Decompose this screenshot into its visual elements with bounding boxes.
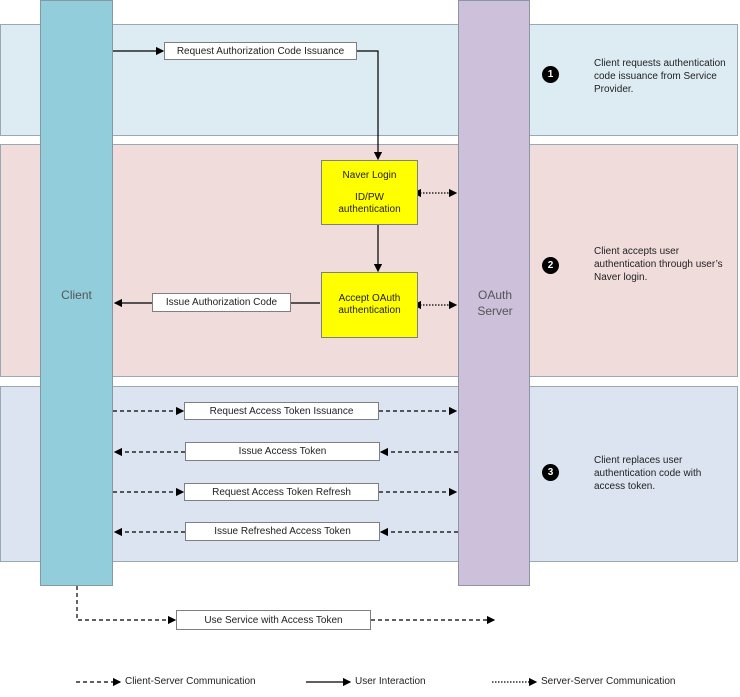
step-3-marker: 3 [542,464,559,481]
naver-login-subtitle: ID/PW authentication [338,191,401,215]
step-1-description: Client requests authentication code issu… [594,58,726,95]
request-access-token-box: Request Access Token Issuance [184,402,379,420]
accept-oauth-label: Accept OAuth authentication [338,293,401,316]
request-authorization-code-box: Request Authorization Code Issuance [164,42,357,60]
accept-oauth-box: Accept OAuth authentication [321,272,418,338]
legend-user-interaction-label: User Interaction [355,676,426,687]
issue-access-token-box: Issue Access Token [185,442,380,461]
arrow-client-use-service [76,586,177,625]
client-lane: Client [40,0,113,586]
naver-login-title: Naver Login [342,169,397,181]
legend-server-server-label: Server-Server Communication [541,676,676,687]
step-2-marker: 2 [542,257,559,274]
oauth-server-lane: OAuth Server [458,0,530,586]
use-service-box: Use Service with Access Token [176,610,371,630]
arrow-request-to-login [357,50,383,161]
request-token-refresh-box: Request Access Token Refresh [184,483,379,501]
issue-refreshed-token-box: Issue Refreshed Access Token [185,522,380,541]
legend-client-server-label: Client-Server Communication [125,676,256,687]
issue-authorization-code-box: Issue Authorization Code [152,293,291,312]
step-2-description: Client accepts user authentication throu… [594,246,723,283]
naver-login-box: Naver Login ID/PW authentication [321,160,418,225]
oauth-server-label: OAuth Server [477,288,513,318]
step-3-description: Client replaces user authentication code… [594,455,702,492]
phase-1-band [0,24,738,136]
client-label: Client [61,288,92,302]
step-1-marker: 1 [542,66,559,83]
